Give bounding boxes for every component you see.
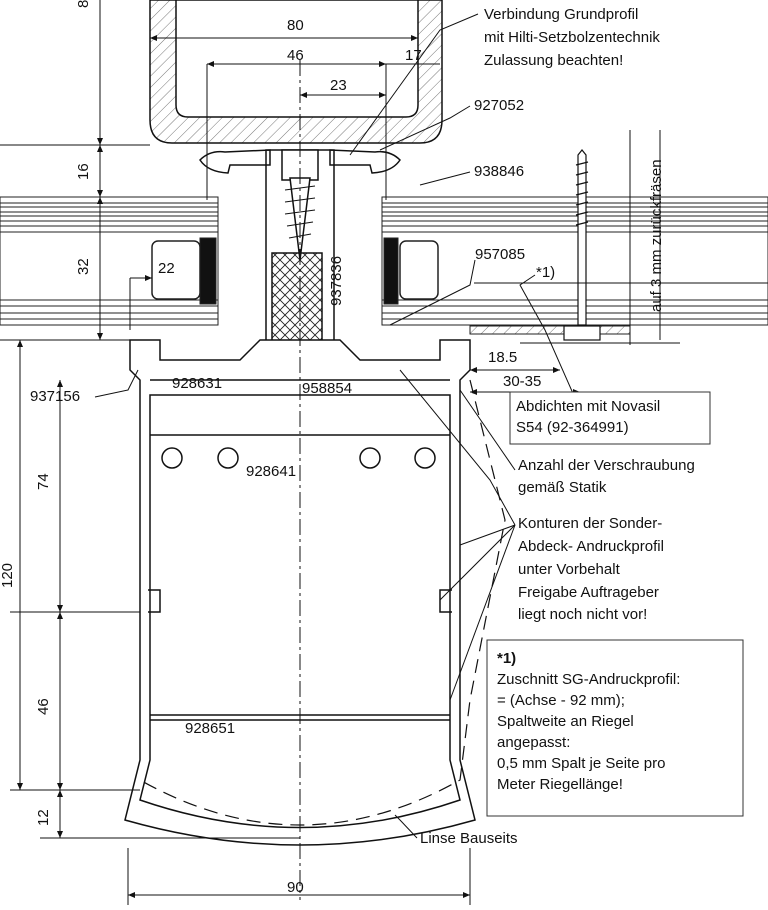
dim-74: 74 (35, 473, 52, 490)
leader-lines (94, 13, 768, 839)
part-938846: 938846 (474, 163, 525, 180)
dim-23: 23 (330, 77, 347, 94)
cover-profile (124, 339, 476, 846)
note-grundprofil-line1: Verbindung Grundprofil (484, 6, 639, 23)
part-958854: 958854 (302, 380, 353, 397)
novasil-line2: S54 (92-364991) (516, 419, 629, 436)
dim-17: 17 (405, 47, 422, 64)
footnote-line2: Zuschnitt SG-Andruckprofil: (497, 671, 681, 688)
novasil-box: Abdichten mit Novasil S54 (92-364991) (510, 392, 708, 442)
dim-46: 46 (287, 47, 304, 64)
novasil-box-frame (509, 391, 711, 445)
part-928641: 928641 (246, 463, 297, 480)
dim-16: 16 (75, 163, 92, 180)
note-konturen-line1: Konturen der Sonder- (518, 515, 663, 532)
dim-80: 80 (287, 17, 304, 34)
note-verschraubung-line2: gemäß Statik (518, 479, 607, 496)
dim-22: 22 (158, 260, 175, 277)
part-937156: 937156 (30, 388, 81, 405)
part-937836: 937836 (328, 255, 345, 306)
footnote-line5: angepasst: (497, 734, 571, 751)
dim-46-lower: 46 (35, 698, 52, 715)
note-verschraubung-line1: Anzahl der Verschraubung (518, 457, 695, 474)
part-927052: 927052 (474, 97, 525, 114)
note-grundprofil-line3: Zulassung beachten! (484, 52, 624, 69)
part-928651: 928651 (185, 720, 236, 737)
note-konturen-line5: liegt noch nicht vor! (518, 606, 648, 623)
footnote-box: *1) Zuschnitt SG-Andruckprofil: = (Achse… (487, 640, 741, 814)
glass-pane-left (0, 196, 219, 326)
footnote-line6: 0,5 mm Spalt je Seite pro (497, 755, 666, 772)
footnote-line3: = (Achse - 92 mm); (497, 692, 625, 709)
note-konturen-line3: unter Vorbehalt (518, 561, 620, 578)
note-linse: Linse Bauseits (420, 830, 518, 847)
dashed-contour (139, 379, 506, 826)
footnote-line4: Spaltweite an Riegel (497, 713, 634, 730)
part-928631: 928631 (172, 375, 223, 392)
glass-pane-right (381, 196, 768, 335)
dim-90: 90 (287, 879, 304, 896)
dim-12: 12 (35, 809, 52, 826)
part-957085: 957085 (475, 246, 526, 263)
footnote-line7: Meter Riegellänge! (497, 776, 623, 793)
note-fraesen: auf 3 mm zurückfräsen (648, 159, 665, 312)
dim-30-35: 30-35 (503, 373, 542, 390)
footnote-line1: *1) (497, 650, 517, 667)
dim-120: 120 (0, 562, 16, 588)
note-konturen-line4: Freigabe Auftrageber (518, 584, 659, 601)
novasil-line1: Abdichten mit Novasil (516, 398, 661, 415)
dim-18-5: 18.5 (488, 349, 518, 366)
side-screw (563, 149, 601, 341)
dimension-lines (0, 0, 680, 905)
footnote-box-frame (486, 639, 744, 817)
note-grundprofil-line2: mit Hilti-Setzbolzentechnik (484, 29, 660, 46)
note-konturen-line2: Abdeck- Andruckprofil (518, 538, 664, 555)
dim-32: 32 (75, 258, 92, 275)
note-star: *1) (536, 264, 556, 281)
dim-8: 8 (75, 0, 92, 8)
